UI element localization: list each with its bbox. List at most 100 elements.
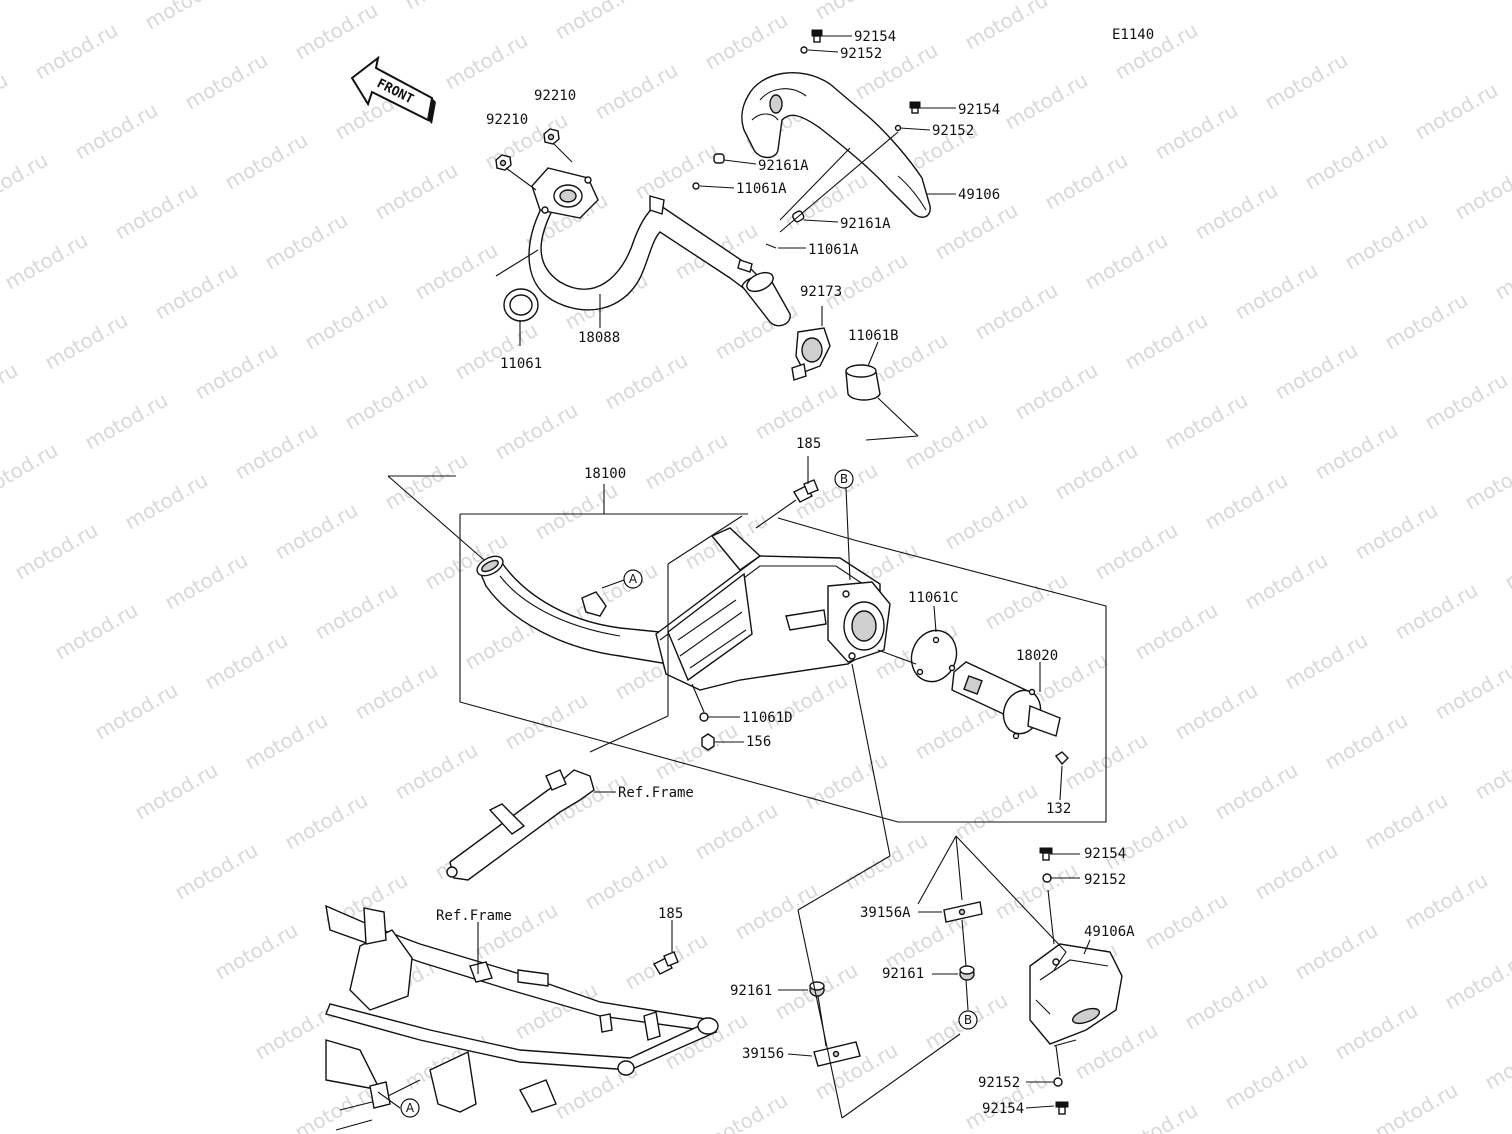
bolt-185-lower <box>653 951 679 975</box>
watermark-text: motod.ru <box>281 788 372 855</box>
watermark-text: motod.ru <box>161 548 252 615</box>
part-labels: 92154 92152 92154 92152 92161A 11061A 49… <box>436 29 1135 1117</box>
label-92152-d: 92152 <box>978 1075 1020 1091</box>
watermark-text: motod.ru <box>1491 238 1512 305</box>
watermark-text: motod.ru <box>391 738 482 805</box>
watermark-text: motod.ru <box>1181 968 1272 1035</box>
watermark-text: motod.ru <box>1501 528 1512 595</box>
watermark-text: motod.ru <box>801 748 892 815</box>
watermark-text: motod.ru <box>1271 338 1362 405</box>
label-18100: 18100 <box>584 466 626 482</box>
gasket-11061 <box>503 288 539 322</box>
watermark-text: motod.ru <box>1201 468 1292 535</box>
watermark-text: motod.ru <box>1261 48 1352 115</box>
watermark-text: motod.ru <box>1111 1098 1202 1134</box>
watermark-text: motod.ru <box>1241 548 1332 615</box>
watermark-text: motod.ru <box>1311 418 1402 485</box>
watermark-text: motod.ru <box>1371 1078 1462 1134</box>
label-92154-c: 92154 <box>1084 846 1126 862</box>
watermark-text: motod.ru <box>131 758 222 825</box>
label-11061a-b: 11061A <box>808 242 859 258</box>
gasket-11061b <box>845 364 881 401</box>
label-185-b: 185 <box>658 906 683 922</box>
gasket-11061c <box>910 629 958 683</box>
watermark-text: motod.ru <box>1211 758 1302 825</box>
watermark-text: motod.ru <box>31 18 122 85</box>
label-92152-b: 92152 <box>932 123 974 139</box>
label-92154-a: 92154 <box>854 29 896 45</box>
watermark-text: motod.ru <box>211 918 302 985</box>
watermark-text: motod.ru <box>971 278 1062 345</box>
label-92173: 92173 <box>800 284 842 300</box>
label-11061a-a: 11061A <box>736 181 787 197</box>
watermark-text: motod.ru <box>241 708 332 775</box>
heat-guard-49106 <box>741 72 931 218</box>
watermark-text: motod.ru <box>1321 708 1412 775</box>
nut-92210-pair <box>495 128 560 171</box>
watermark-text: motod.ru <box>171 838 262 905</box>
watermark-text: motod.ru <box>751 378 842 445</box>
label-185-a: 185 <box>796 436 821 452</box>
muffler-18100 <box>476 527 891 691</box>
watermark-text: motod.ru <box>491 398 582 465</box>
watermark-text: motod.ru <box>301 288 392 355</box>
watermark-text: motod.ru <box>811 0 902 24</box>
watermark-text: motod.ru <box>1451 158 1512 225</box>
label-ref-frame-lower: Ref.Frame <box>436 908 512 924</box>
watermark-text: motod.ru <box>371 158 462 225</box>
label-132: 132 <box>1046 801 1071 817</box>
watermark-text: motod.ru <box>1171 678 1262 745</box>
watermark-text: motod.ru <box>961 0 1052 54</box>
watermark-text: motod.ru <box>1291 918 1382 985</box>
watermark-text: motod.ru <box>1161 388 1252 455</box>
plate-39156a <box>943 901 983 923</box>
watermark-text: motod.ru <box>271 498 362 565</box>
watermark-text: motod.ru <box>1141 888 1232 955</box>
watermark-text: motod.ru <box>1001 68 1092 135</box>
watermark-text: motod.ru <box>441 28 532 95</box>
watermark-text: motod.ru <box>1461 448 1512 515</box>
watermark-text: motod.ru <box>11 518 102 585</box>
label-39156a: 39156A <box>860 905 911 921</box>
label-49106a: 49106A <box>1084 924 1135 940</box>
watermark-text: motod.ru <box>151 258 242 325</box>
watermark-text: motod.ru <box>111 178 202 245</box>
diagram-code: E1140 <box>1112 27 1154 43</box>
watermark-text: motod.ru <box>571 558 662 625</box>
watermark-text: motod.ru <box>0 0 82 4</box>
svg-text:A: A <box>406 1101 415 1115</box>
watermark-text: motod.ru <box>411 238 502 305</box>
watermark-text: motod.ru <box>641 428 732 495</box>
leader-lines-upper <box>495 35 956 441</box>
watermark-text: motod.ru <box>401 0 492 14</box>
watermark-text: motod.ru <box>951 778 1042 845</box>
watermark-text: motod.ru <box>1281 628 1372 695</box>
label-92154-b: 92154 <box>958 102 1000 118</box>
watermark-text: motod.ru <box>1041 148 1132 215</box>
watermark-text: motod.ru <box>651 718 742 785</box>
label-39156: 39156 <box>742 1046 784 1062</box>
callout-a-lower: A <box>400 1098 420 1118</box>
watermark-text: motod.ru <box>91 678 182 745</box>
watermark-text: motod.ru <box>201 628 292 695</box>
leader-lines-lower <box>377 835 1091 1119</box>
label-11061b: 11061B <box>848 328 899 344</box>
heat-guard-49106a <box>1029 943 1123 1045</box>
watermark-text: motod.ru <box>1 228 92 295</box>
watermark-text: motod.ru <box>1381 288 1472 355</box>
watermark-text: motod.ru <box>1301 128 1392 195</box>
watermark-text: motod.ru <box>691 798 782 865</box>
label-92210-b: 92210 <box>486 112 528 128</box>
clamp-92173 <box>791 327 831 381</box>
watermark-text: motod.ru <box>1121 308 1212 375</box>
silencer-insert-18020 <box>951 661 1061 740</box>
watermark-text: motod.ru <box>1151 98 1242 165</box>
bolt-156 <box>701 733 715 751</box>
watermark-text: motod.ru <box>581 848 672 915</box>
watermark-text: motod.ru <box>1471 738 1512 805</box>
watermark-text: motod.ru <box>0 438 62 505</box>
label-92161a-a: 92161A <box>758 158 809 174</box>
label-ref-frame-middle: Ref.Frame <box>618 785 694 801</box>
watermark-text: motod.ru <box>81 388 172 455</box>
